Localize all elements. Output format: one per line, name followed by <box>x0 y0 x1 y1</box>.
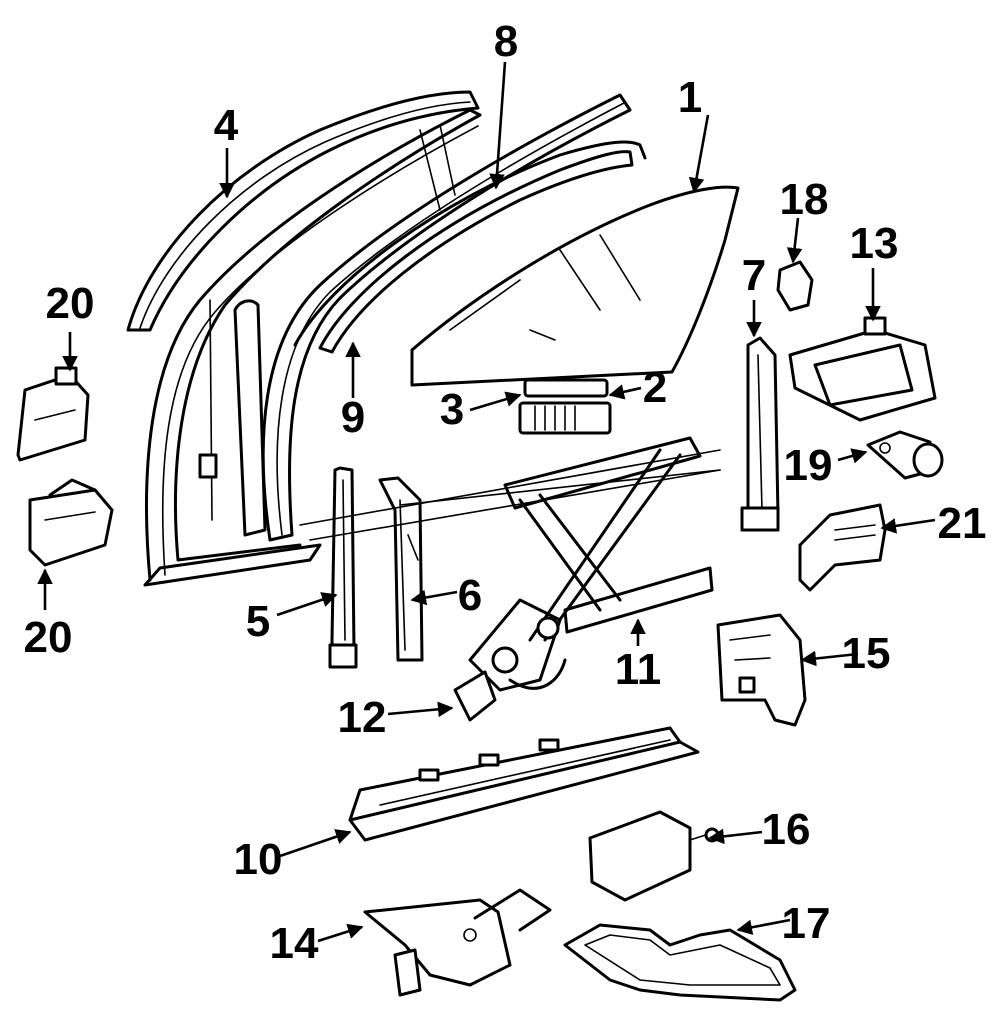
callout-18: 18 <box>780 175 829 224</box>
callout-20-upper: 20 <box>46 279 95 328</box>
inside-handle-bracket <box>363 888 552 997</box>
callout-2: 2 <box>643 363 667 412</box>
callout-7: 7 <box>742 251 766 300</box>
lower-door-hinge <box>28 478 114 567</box>
callout-1: 1 <box>678 73 702 122</box>
glass-run-channel <box>261 93 632 542</box>
callout-15: 15 <box>842 629 891 678</box>
handle-clip <box>776 260 814 312</box>
callout-13: 13 <box>850 219 899 268</box>
callout-11: 11 <box>615 645 662 694</box>
gasket <box>563 923 797 1002</box>
callout-6: 6 <box>458 571 482 620</box>
callout-4: 4 <box>214 101 239 150</box>
callout-10: 10 <box>234 835 283 884</box>
glass-sash <box>518 401 612 435</box>
door-shell <box>143 108 721 587</box>
inner-weatherstrip <box>293 140 647 354</box>
callout-5: 5 <box>246 597 270 646</box>
lock-cylinder <box>866 430 944 480</box>
door-glass <box>410 185 740 387</box>
callout-14: 14 <box>270 919 319 968</box>
lock-actuator <box>588 810 720 902</box>
callout-17: 17 <box>782 899 831 948</box>
leader-lines <box>37 61 936 943</box>
rear-glass-run <box>740 336 780 532</box>
glass-channel <box>523 378 609 398</box>
upper-door-hinge <box>16 366 90 462</box>
callout-3: 3 <box>440 385 464 434</box>
callout-labels: 1 2 3 4 5 6 7 8 9 10 11 12 13 14 15 16 1… <box>24 17 987 968</box>
callout-9: 9 <box>341 393 365 442</box>
regulator-motor <box>453 670 497 722</box>
rear-run-channel <box>378 476 424 662</box>
callout-8: 8 <box>494 17 518 66</box>
callout-16: 16 <box>762 805 811 854</box>
lower-run-channel <box>348 726 700 842</box>
front-run-channel <box>328 466 358 669</box>
window-regulator <box>468 436 714 692</box>
latch-bracket <box>798 503 887 592</box>
outside-door-handle <box>788 316 937 422</box>
callout-20-lower: 20 <box>24 613 73 662</box>
callout-21: 21 <box>938 499 987 548</box>
callout-19: 19 <box>784 441 833 490</box>
callout-12: 12 <box>338 693 387 742</box>
door-lock <box>716 613 807 727</box>
